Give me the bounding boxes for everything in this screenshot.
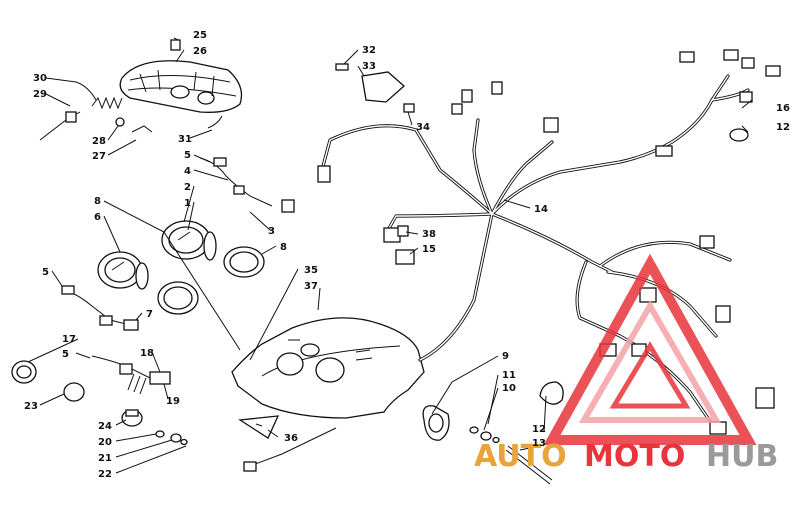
voltage-regulator <box>397 225 409 237</box>
watermark-logo <box>543 253 757 445</box>
callout-23: 23 <box>24 401 38 412</box>
indicator-lamp <box>11 360 37 384</box>
speedo-drive-housing <box>422 405 450 441</box>
callout-36: 36 <box>284 433 298 444</box>
callout-33: 33 <box>362 61 376 72</box>
callout-35: 35 <box>304 265 318 276</box>
drive-washers <box>469 426 500 444</box>
harness-connectors <box>317 49 781 435</box>
callout-17: 17 <box>62 334 76 345</box>
callout-22: 22 <box>98 469 112 480</box>
callout-5b: 5 <box>42 267 49 278</box>
switch-nuts <box>155 430 188 446</box>
callout-4: 4 <box>184 166 191 177</box>
switch-harness <box>91 355 171 395</box>
callout-5a: 5 <box>184 150 191 161</box>
callout-18: 18 <box>140 348 154 359</box>
callout-3: 3 <box>268 226 275 237</box>
callout-34: 34 <box>416 122 430 133</box>
main-wiring-harness <box>320 74 750 426</box>
callout-10: 10 <box>502 383 516 394</box>
dash-panel <box>231 317 425 419</box>
watermark-text: AUTO MOTO HUB <box>474 439 778 474</box>
callout-1: 1 <box>184 198 191 209</box>
tail-light-bulb <box>39 111 223 141</box>
callout-12b: 12 <box>532 424 546 435</box>
callout-8b: 8 <box>94 196 101 207</box>
callout-6: 6 <box>94 212 101 223</box>
relay-bracket <box>335 63 415 113</box>
callout-15: 15 <box>422 244 436 255</box>
callout-28: 28 <box>92 136 106 147</box>
callout-38: 38 <box>422 229 436 240</box>
drive-shaft <box>505 445 553 485</box>
callout-27: 27 <box>92 151 106 162</box>
callout-30: 30 <box>33 73 47 84</box>
callout-31: 31 <box>178 134 192 145</box>
callout-7: 7 <box>146 309 153 320</box>
callout-32: 32 <box>362 45 376 56</box>
callout-11: 11 <box>502 370 516 381</box>
callout-16: 16 <box>776 103 790 114</box>
callout-37: 37 <box>304 281 318 292</box>
callout-25: 25 <box>193 30 207 41</box>
watermark-word-hub: HUB <box>706 439 778 474</box>
tail-light-assembly <box>119 39 243 113</box>
callout-2: 2 <box>184 182 191 193</box>
gauge-harness-lower <box>61 285 139 331</box>
grommet <box>539 381 564 405</box>
callout-13: 13 <box>532 438 546 449</box>
callout-26: 26 <box>193 46 207 57</box>
leader-lines <box>27 37 753 474</box>
watermark-word-auto: AUTO <box>474 439 567 474</box>
callout-9: 9 <box>502 351 509 362</box>
callout-24: 24 <box>98 421 112 432</box>
callout-19: 19 <box>166 396 180 407</box>
decal-triangle <box>238 415 280 439</box>
gauge-harness-upper <box>199 157 295 213</box>
callout-5c: 5 <box>62 349 69 360</box>
callout-29: 29 <box>33 89 47 100</box>
tail-light-spring <box>91 96 123 110</box>
speedometer-gauge <box>97 251 149 290</box>
callout-labels: 25 26 30 29 28 27 31 5 4 2 1 3 8 8 6 5 7… <box>24 30 790 480</box>
callout-8a: 8 <box>280 242 287 253</box>
indicator-ring <box>63 382 85 402</box>
callout-21: 21 <box>98 453 112 464</box>
gauge-bezel-left <box>157 281 199 315</box>
callout-20: 20 <box>98 437 112 448</box>
callout-14: 14 <box>534 204 548 215</box>
gauge-bezel-right <box>223 246 265 278</box>
callout-12a: 12 <box>776 122 790 133</box>
toggle-switch <box>121 409 143 427</box>
speedometer-cable <box>243 427 337 472</box>
watermark-word-moto: MOTO <box>584 439 685 474</box>
